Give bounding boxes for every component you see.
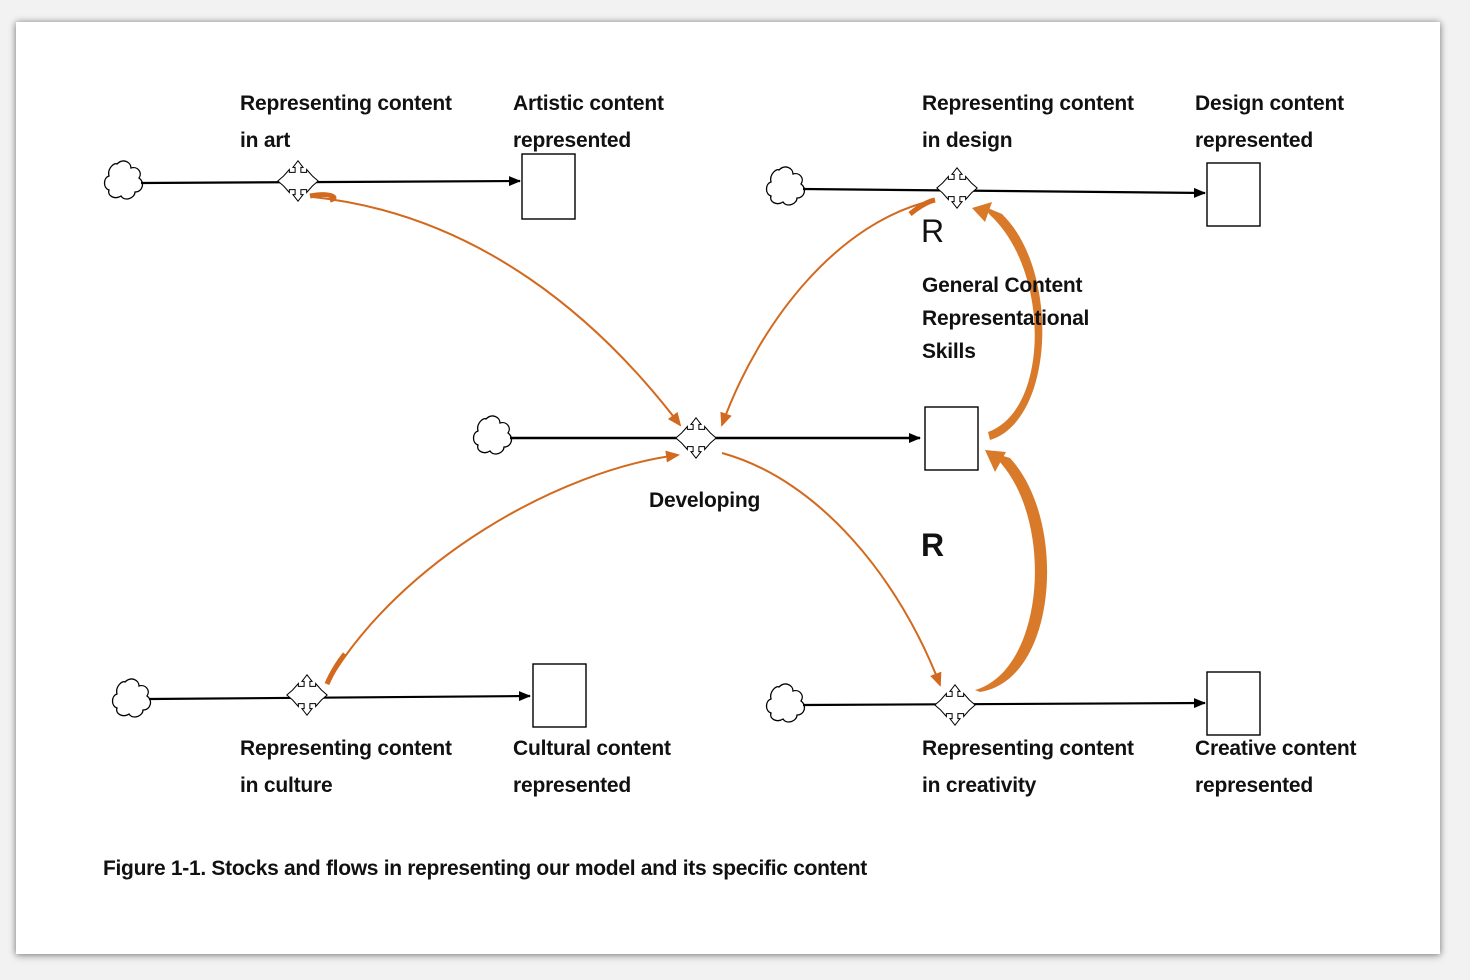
link-developing-to-creativity [721, 452, 942, 687]
cloud-source-icon [765, 166, 806, 206]
valve-icon [675, 417, 717, 459]
stock-artistic [521, 153, 576, 220]
figure-card [16, 22, 1440, 954]
cloud-source-icon [103, 160, 144, 200]
cloud-source-icon [472, 415, 513, 455]
arc-stock-to-design [983, 206, 1043, 440]
flow-pipe [802, 187, 1206, 198]
arc-creativity-to-stock [975, 452, 1048, 692]
flow-creativity [765, 671, 1261, 736]
flow-pipe [140, 176, 521, 187]
stock-general-skills [924, 406, 979, 471]
cloud-source-icon [111, 678, 152, 718]
flow-culture [111, 663, 587, 728]
flow-art [103, 153, 576, 220]
flow-design [765, 162, 1261, 227]
stock-design [1206, 162, 1261, 227]
loop-marker-lower: R [921, 527, 945, 563]
valve-label-developing: Developing [649, 489, 761, 512]
info-links [309, 192, 942, 687]
link-art-to-developing [312, 196, 682, 427]
figure-caption: Figure 1-1. Stocks and flows in represen… [103, 857, 867, 880]
link-design-to-developing [720, 199, 936, 427]
valve-icon [936, 167, 978, 209]
cloud-source-icon [765, 683, 806, 723]
valve-icon [934, 684, 976, 726]
valve-icon [286, 674, 328, 716]
link-culture-to-developing [326, 450, 680, 685]
flow-developing [472, 406, 979, 471]
stock-cultural [532, 663, 587, 728]
flow-pipe [148, 691, 531, 702]
reinforcing-arcs [972, 202, 1048, 692]
loop-marker-upper: R [921, 213, 945, 249]
stock-creative [1206, 671, 1261, 736]
flow-pipe [802, 698, 1206, 709]
